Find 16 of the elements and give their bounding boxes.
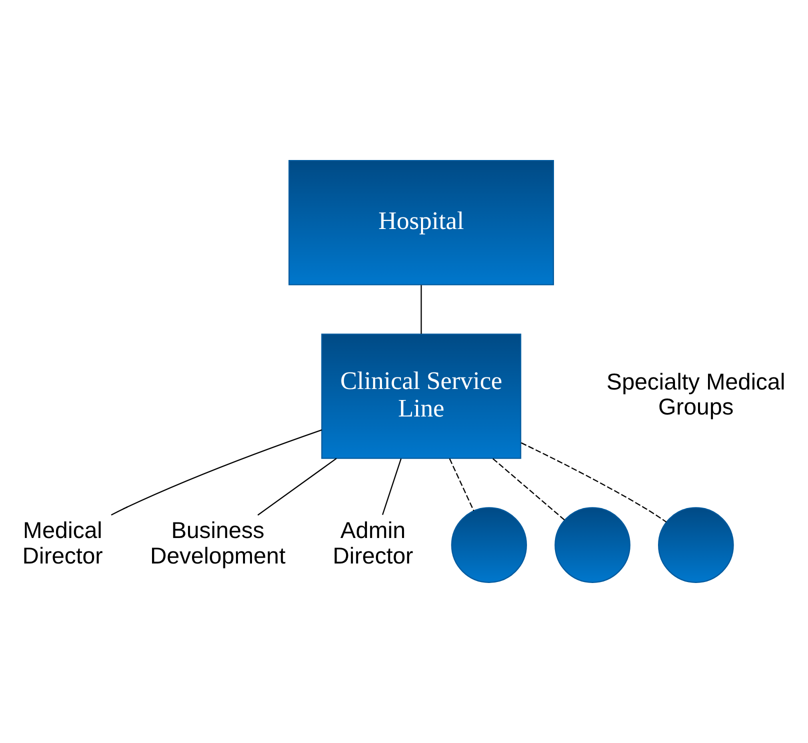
node-text: Medical Director [22, 517, 103, 568]
connector [420, 285, 422, 334]
connector [257, 458, 337, 516]
label: Specialty Medical Groups [606, 368, 786, 420]
connector [382, 458, 402, 515]
connector [449, 458, 474, 512]
connector [520, 442, 667, 523]
connector [492, 458, 565, 520]
node-circle [451, 507, 527, 583]
node-circle [554, 507, 630, 583]
node-text: Business Development [150, 517, 286, 568]
node-box: Hospital [288, 160, 554, 286]
node-circle [658, 507, 734, 583]
connector [110, 429, 322, 516]
node-text: Admin Director [332, 517, 414, 568]
node-box: Clinical Service Line [321, 334, 522, 459]
